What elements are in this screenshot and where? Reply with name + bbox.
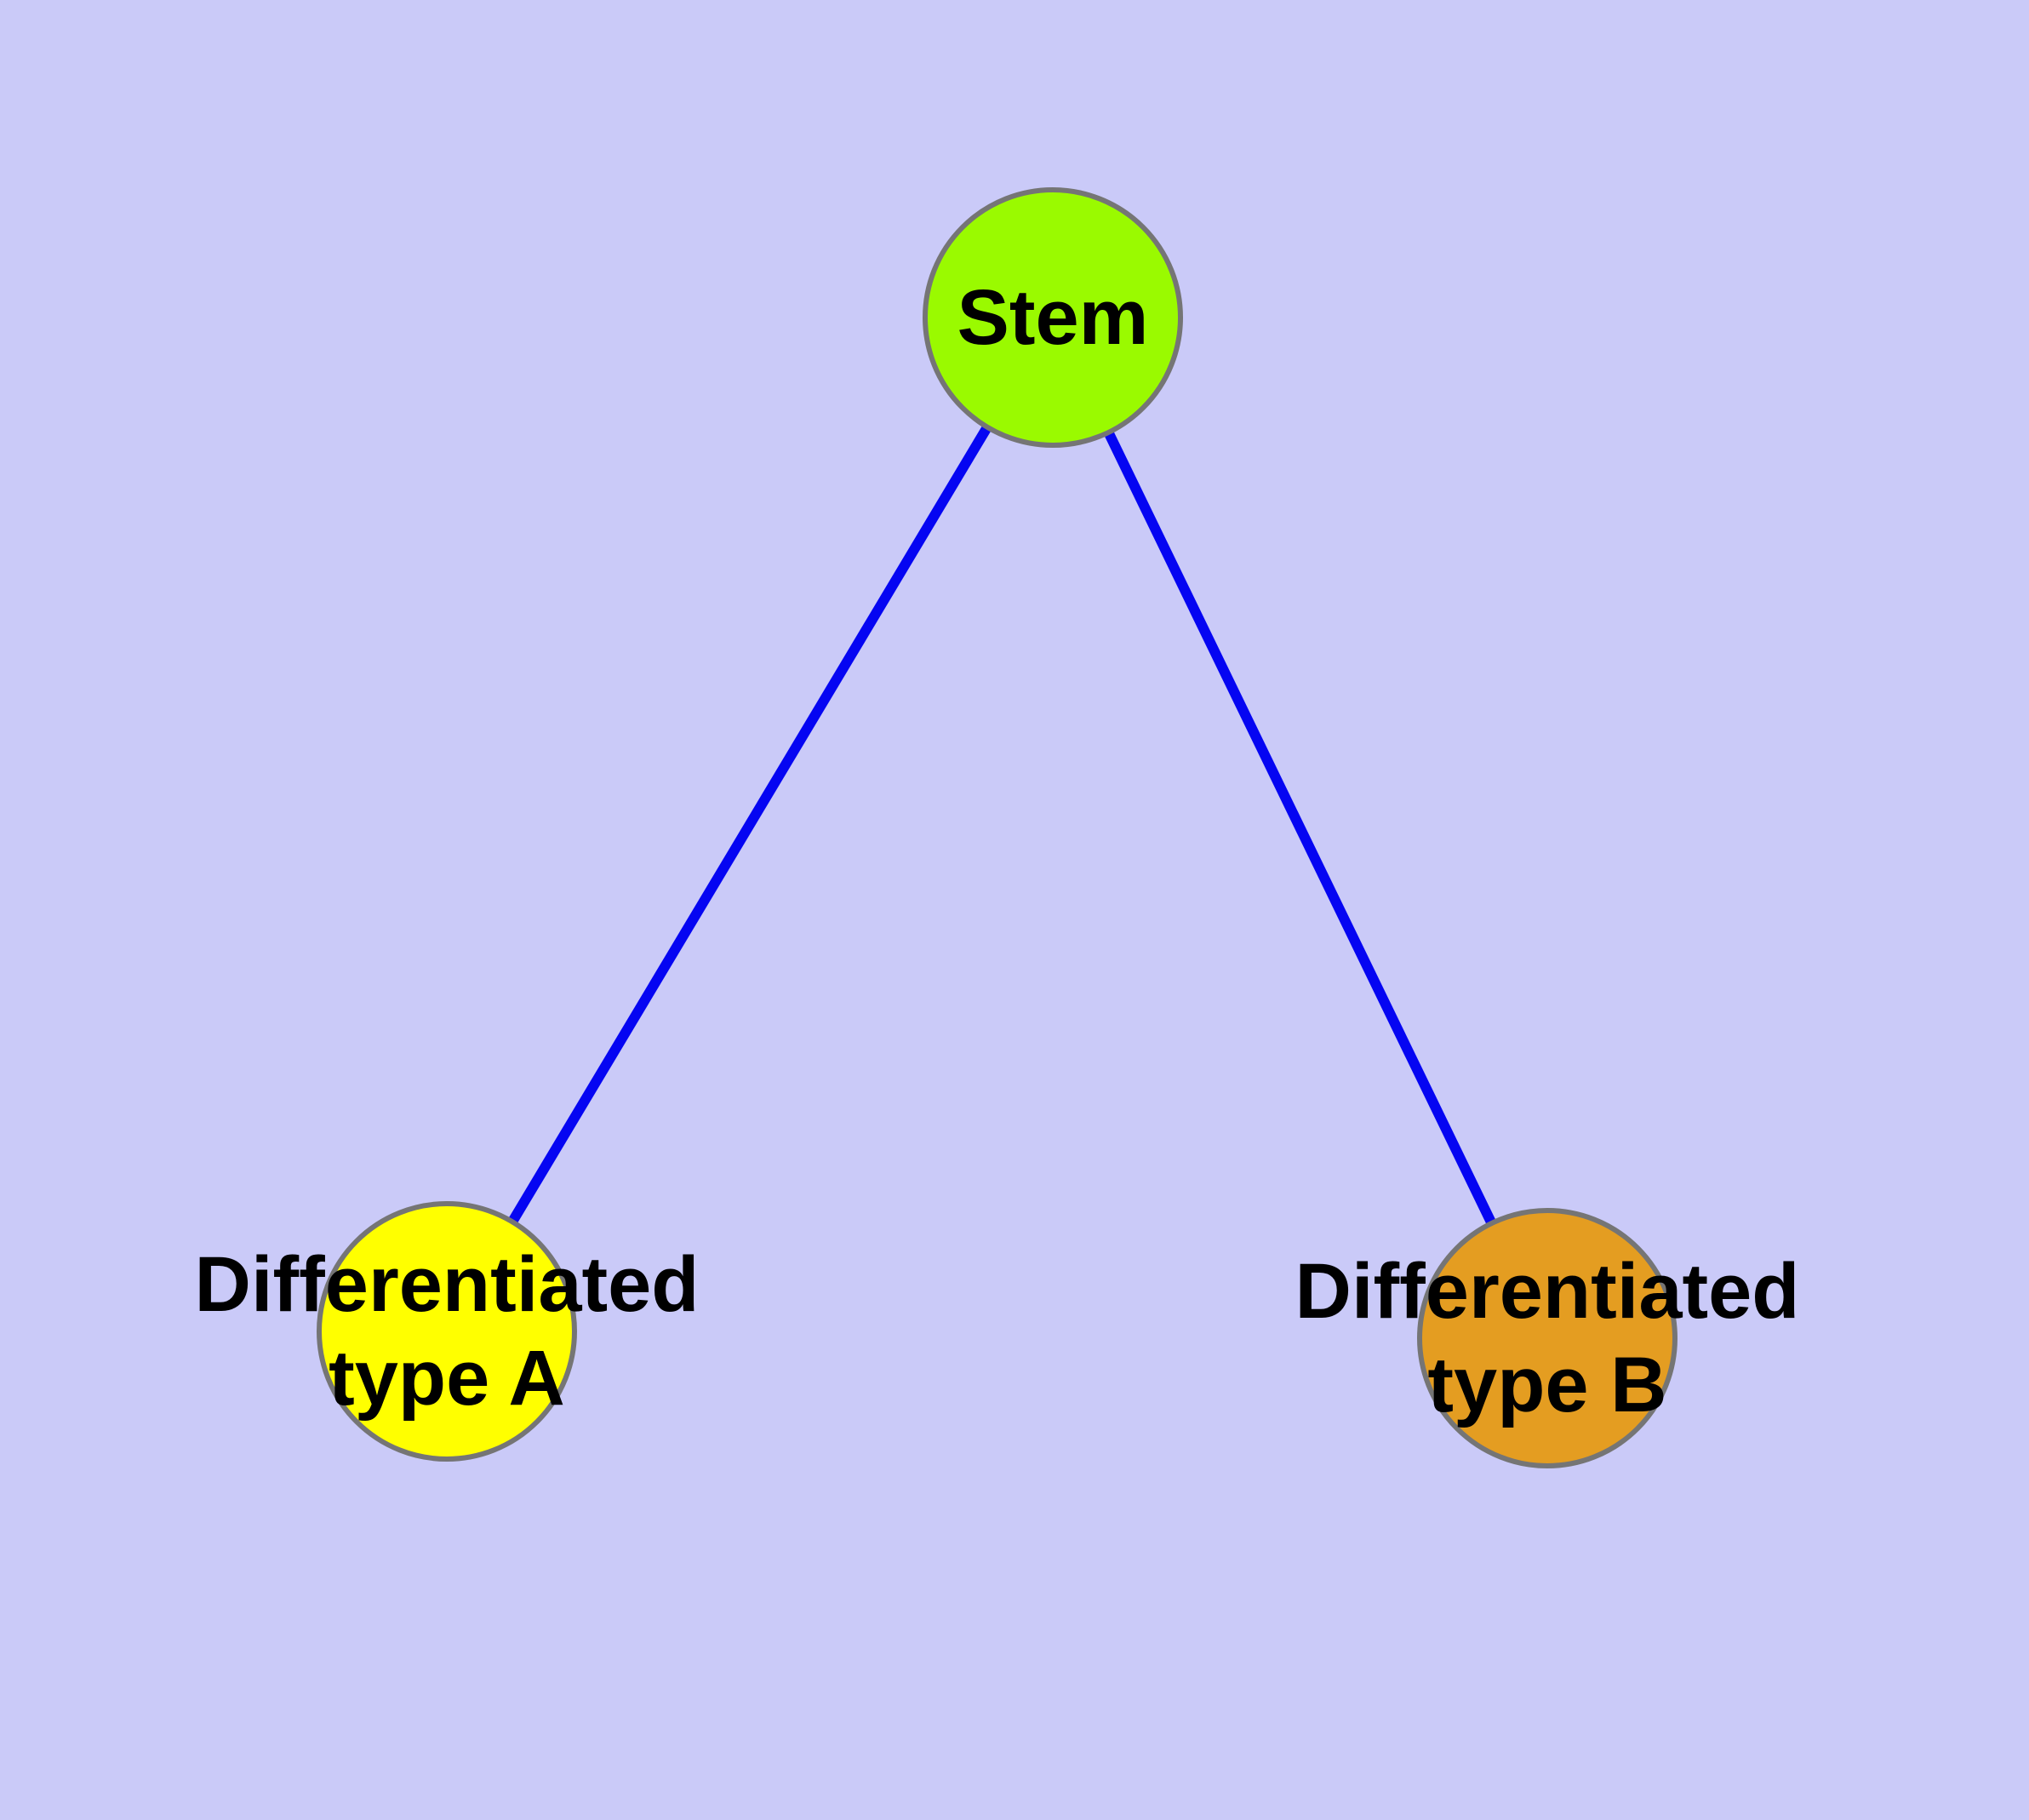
node-differentiated-type-b xyxy=(1417,1208,1677,1468)
label-differentiated-type-b: Differentiated type B xyxy=(1295,1245,1800,1432)
node-differentiated-type-a xyxy=(317,1201,577,1462)
label-stem: Stem xyxy=(957,271,1149,364)
label-type-a-line2: type A xyxy=(329,1335,565,1422)
label-type-b-line1: Differentiated xyxy=(1295,1248,1800,1335)
label-type-b-line2: type B xyxy=(1427,1342,1667,1428)
label-differentiated-type-a: Differentiated type A xyxy=(195,1238,700,1425)
label-type-a-line1: Differentiated xyxy=(194,1241,700,1328)
edge-stem-to-type-a xyxy=(442,314,1058,1335)
edge-stem-to-type-b xyxy=(1048,315,1552,1341)
node-stem xyxy=(923,187,1183,448)
label-stem-line1: Stem xyxy=(957,274,1149,361)
